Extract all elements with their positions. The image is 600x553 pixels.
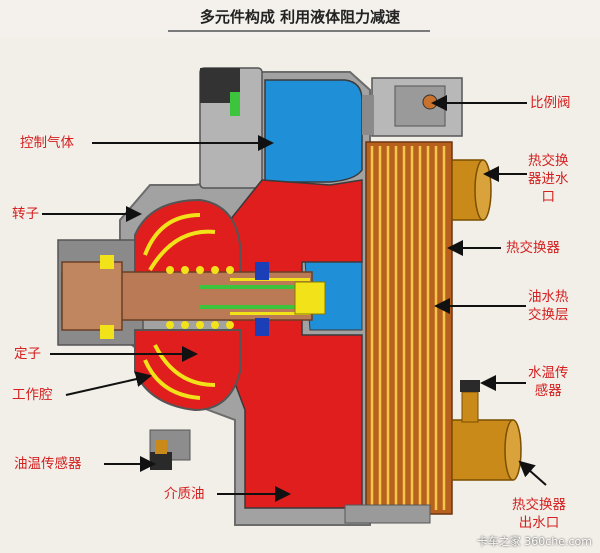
label-hx-outlet: 热交换器 出水口 — [512, 496, 566, 532]
label-hx-outlet-line2: 出水口 — [518, 515, 560, 531]
label-rotor: 转子 — [12, 206, 39, 222]
label-oil-water-hx-line1: 油水热 — [528, 289, 569, 305]
pointer-arrows — [42, 95, 547, 502]
drive-shaft — [61, 255, 326, 339]
stator — [134, 329, 241, 412]
label-water-temp-sensor-line1: 水温传 — [528, 365, 569, 381]
arrow-hx-outlet — [518, 460, 547, 486]
label-hx-outlet-line1: 热交换器 — [512, 497, 566, 513]
label-stator: 定子 — [14, 346, 41, 362]
label-medium-oil: 介质油 — [164, 486, 205, 502]
heat-exchanger-stack — [344, 141, 453, 524]
title-underline — [168, 30, 430, 32]
medium-oil-region — [229, 179, 363, 509]
label-working-chamber: 工作腔 — [12, 387, 53, 403]
label-oil-water-hx-line2: 交换层 — [528, 307, 569, 323]
label-water-temp-sensor-line2: 感器 — [534, 383, 562, 399]
control-gas-chamber — [264, 79, 363, 183]
control-gas-cylinder — [199, 67, 263, 189]
label-hx-water-inlet-line1: 热交换 — [528, 153, 569, 169]
watermark: 卡车之家 360che.com — [476, 535, 592, 548]
label-oil-temp-sensor: 油温传感器 — [14, 456, 82, 472]
water-outlet-pipe — [451, 380, 522, 481]
label-hx-water-inlet-line3: 口 — [541, 189, 556, 205]
water-inlet-pipe — [451, 159, 492, 221]
label-control-gas: 控制气体 — [20, 135, 74, 151]
page-title: 多元件构成 利用液体阻力减速 — [199, 8, 401, 26]
label-proportional-valve: 比例阀 — [530, 95, 571, 111]
label-heat-exchanger: 热交换器 — [506, 240, 560, 256]
arrow-working-chamber — [65, 371, 152, 396]
label-hx-water-inlet: 热交换 器进水 口 — [528, 152, 569, 206]
label-hx-water-inlet-line2: 器进水 — [528, 171, 569, 187]
label-oil-water-hx: 油水热 交换层 — [528, 288, 569, 324]
proportional-valve — [362, 77, 463, 137]
label-water-temp-sensor: 水温传 感器 — [528, 364, 569, 400]
